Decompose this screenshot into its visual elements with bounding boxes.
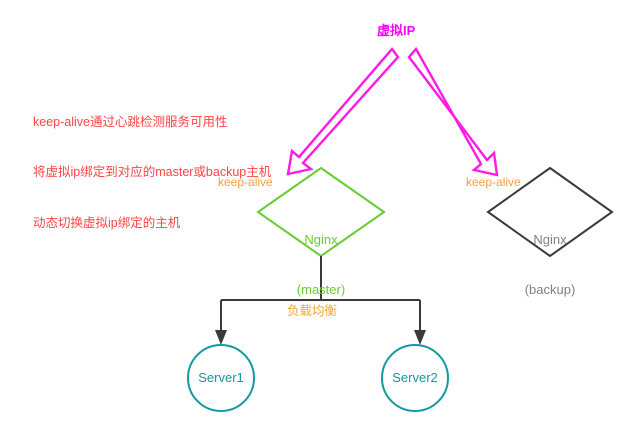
nginx-master-label: Nginx (master) (261, 198, 381, 333)
branch-to-server2-arrowhead (414, 330, 426, 345)
nginx-backup-label-line2: (backup) (524, 282, 576, 298)
nginx-master-label-line2: (master) (296, 282, 346, 298)
virtual-ip-title: 虚拟IP (377, 23, 416, 38)
server2-circle[interactable] (381, 344, 449, 412)
nginx-backup-label: Nginx (backup) (490, 198, 610, 333)
keepalive-label-master: keep-alive (218, 175, 273, 189)
vip-to-master-arrow (286, 47, 400, 176)
nginx-backup-diamond[interactable] (486, 166, 614, 258)
note-line-1: keep-alive通过心跳检测服务可用性 (33, 114, 228, 129)
note-line-3: 动态切换虚拟ip绑定的主机 (33, 216, 181, 230)
nginx-master-label-line1: Nginx (304, 231, 338, 247)
server1-label: Server1 (198, 370, 244, 385)
server1-circle[interactable] (187, 344, 255, 412)
vip-to-backup-arrow (407, 46, 499, 177)
branch-to-server1-arrowhead (215, 330, 227, 345)
keepalive-description-note: keep-alive通过心跳检测服务可用性 将虚拟ip绑定到对应的master或… (33, 80, 271, 266)
load-balance-label: 负载均衡 (287, 304, 338, 318)
nginx-backup-label-line1: Nginx (533, 231, 567, 247)
keepalive-label-backup: keep-alive (466, 175, 521, 189)
server2-label: Server2 (392, 370, 438, 385)
note-line-2: 将虚拟ip绑定到对应的master或backup主机 (33, 165, 272, 180)
